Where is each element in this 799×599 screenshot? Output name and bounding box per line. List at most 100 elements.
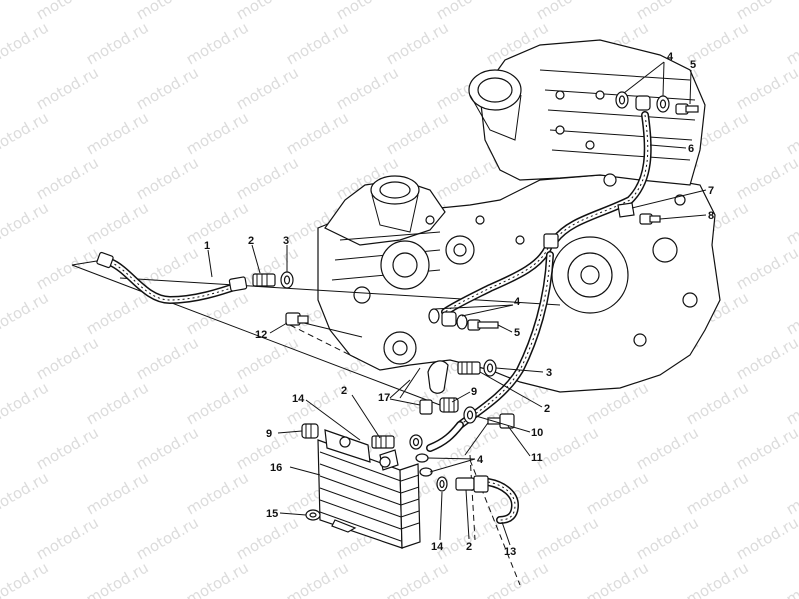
callout-4-top: 4: [667, 51, 674, 63]
callout-10: 10: [531, 427, 543, 439]
callout-14-bottom: 14: [431, 541, 444, 553]
union-fitting-2-cooler: [371, 435, 395, 449]
watermark-text: motod.ru: [383, 18, 452, 68]
watermark-text: motod.ru: [533, 423, 602, 473]
watermark-text: motod.ru: [0, 378, 52, 428]
watermark-text: motod.ru: [0, 558, 52, 599]
watermark-text: motod.ru: [33, 63, 102, 113]
watermark-text: motod.ru: [83, 108, 152, 158]
washer-14-bottom: [436, 476, 448, 492]
callout-9-right: 9: [471, 386, 477, 398]
watermark-text: motod.ru: [383, 108, 452, 158]
callout-2-cooler: 2: [341, 385, 347, 397]
callout-4-middle: 4: [514, 296, 521, 308]
callout-14-top: 14: [292, 393, 305, 405]
watermark-text: motod.ru: [183, 18, 252, 68]
watermark-text: motod.ru: [0, 0, 2, 23]
watermark-text: motod.ru: [0, 153, 2, 203]
washer-10: [463, 406, 477, 424]
callout-17: 17: [378, 392, 390, 404]
watermark-text: motod.ru: [733, 243, 799, 293]
watermark-text: motod.ru: [183, 108, 252, 158]
oil-hose-6: [551, 111, 652, 244]
callout-3-top: 3: [283, 235, 289, 247]
washers-4-middle: [428, 308, 468, 330]
watermark-text: motod.ru: [83, 378, 152, 428]
union-fitting-right: [457, 359, 497, 377]
watermark-text: motod.ru: [33, 153, 102, 203]
callout-16: 16: [270, 462, 282, 474]
plug-bolt-12: [285, 312, 309, 326]
callout-5-middle: 5: [514, 327, 520, 339]
watermark-text: motod.ru: [283, 558, 352, 599]
watermark-text: motod.ru: [33, 243, 102, 293]
watermark-text: motod.ru: [83, 18, 152, 68]
watermark-text: motod.ru: [433, 153, 502, 203]
nut-15: [305, 509, 321, 521]
callout-15: 15: [266, 508, 278, 520]
watermark-text: motod.ru: [183, 198, 252, 248]
oil-hose-1: [96, 251, 248, 305]
callout-1: 1: [204, 240, 210, 252]
watermark-text: motod.ru: [383, 558, 452, 599]
callout-9-left: 9: [266, 428, 272, 440]
watermark-text: motod.ru: [783, 468, 799, 518]
sealing-washer-3-top: [280, 271, 294, 289]
washer-14-top: [409, 434, 423, 450]
washers-4-top: [615, 91, 670, 113]
watermark-text: motod.ru: [33, 513, 102, 563]
watermark-text: motod.ru: [0, 108, 52, 158]
watermark-text: motod.ru: [783, 378, 799, 428]
watermark-text: motod.ru: [133, 513, 202, 563]
watermark-text: motod.ru: [683, 558, 752, 599]
watermark-text: motod.ru: [233, 333, 302, 383]
watermark-text: motod.ru: [233, 513, 302, 563]
watermark-text: motod.ru: [483, 558, 552, 599]
watermark-text: motod.ru: [183, 378, 252, 428]
callout-2-top: 2: [248, 235, 254, 247]
watermark-text: motod.ru: [0, 423, 2, 473]
watermark-text: motod.ru: [783, 288, 799, 338]
watermark-text: motod.ru: [283, 18, 352, 68]
watermark-text: motod.ru: [733, 63, 799, 113]
watermark-text: motod.ru: [33, 333, 102, 383]
banjo-bolt-5-top: [675, 103, 699, 115]
watermark-text: motod.ru: [0, 468, 52, 518]
callout-leaders: [207, 61, 707, 546]
clamp-bolt-8: [639, 213, 661, 225]
fitting-9-left: [301, 423, 319, 439]
callout-7: 7: [708, 185, 714, 197]
fitting-17: [419, 399, 433, 415]
watermark-text: motod.ru: [683, 378, 752, 428]
callout-3-right: 3: [546, 367, 552, 379]
callout-2-bottom: 2: [466, 541, 472, 553]
callout-4-cooler: 4: [477, 454, 484, 466]
callout-8: 8: [708, 210, 714, 222]
oil-hose-short: [426, 421, 464, 452]
watermark-text: motod.ru: [0, 288, 52, 338]
callout-2-right: 2: [544, 403, 550, 415]
watermark-text: motod.ru: [83, 198, 152, 248]
washers-4-cooler: [415, 453, 433, 477]
watermark-text: motod.ru: [783, 18, 799, 68]
callout-11: 11: [531, 452, 543, 464]
callout-12: 12: [255, 329, 267, 341]
watermark-text: motod.ru: [733, 423, 799, 473]
bolt-11: [487, 413, 515, 429]
watermark-text: motod.ru: [783, 558, 799, 599]
watermark-text: motod.ru: [0, 198, 52, 248]
watermark-text: motod.ru: [133, 63, 202, 113]
watermark-text: motod.ru: [783, 198, 799, 248]
watermark-text: motod.ru: [0, 18, 52, 68]
watermark-text: motod.ru: [633, 513, 702, 563]
watermark-text: motod.ru: [83, 558, 152, 599]
callout-5-top: 5: [690, 59, 696, 71]
oil-hose-middle: [441, 244, 552, 316]
watermark-text: motod.ru: [333, 63, 402, 113]
watermark-text: motod.ru: [733, 513, 799, 563]
watermark-text: motod.ru: [0, 63, 2, 113]
watermark-text: motod.ru: [433, 513, 502, 563]
watermark-text: motod.ru: [33, 423, 102, 473]
callout-6: 6: [688, 143, 694, 155]
